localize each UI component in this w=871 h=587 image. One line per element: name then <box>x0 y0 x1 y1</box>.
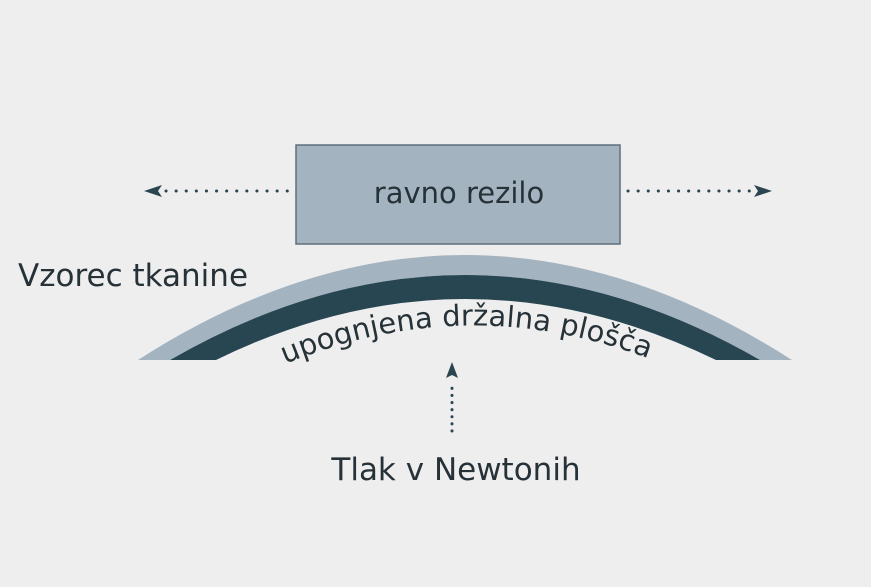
specimen-label: Vzorec tkanine <box>18 258 248 294</box>
flat-blade <box>295 144 621 245</box>
right-arrowhead <box>754 185 772 197</box>
pressure-arrow <box>446 362 458 433</box>
curved-holding-plate <box>170 275 760 360</box>
left-motion-arrow <box>144 185 292 197</box>
pressure-label: Tlak v Newtonih <box>330 452 580 488</box>
blade-label: ravno rezilo <box>374 176 544 210</box>
pressure-arrowhead <box>446 362 458 378</box>
fabric-specimen-band <box>138 255 792 360</box>
right-motion-arrow <box>626 185 772 197</box>
left-arrowhead <box>144 185 162 197</box>
